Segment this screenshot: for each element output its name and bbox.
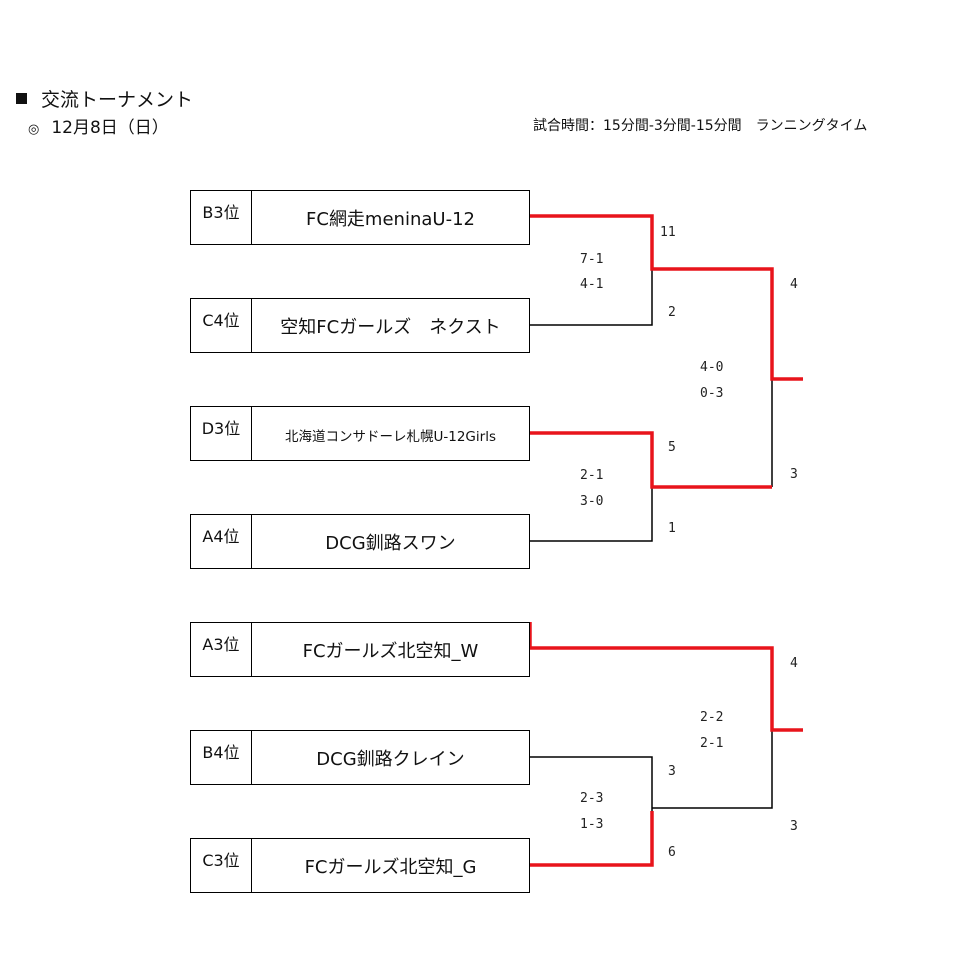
team-box: C4位 空知FCガールズ ネクスト <box>190 298 530 353</box>
score-label: 5 <box>668 440 676 455</box>
heading-title: 交流トーナメント <box>41 89 194 111</box>
line-b4-to-match3 <box>530 756 653 811</box>
score-label: 3 <box>790 819 798 834</box>
rank-cell: C3位 <box>191 839 252 892</box>
half-score-label: 2-1 <box>580 468 604 483</box>
rank-cell: B3位 <box>191 191 252 244</box>
team-name: FCガールズ北空知_G <box>304 857 477 878</box>
team-name: 空知FCガールズ ネクスト <box>280 317 501 338</box>
square-bullet-icon <box>16 93 27 104</box>
rank-cell: B4位 <box>191 731 252 784</box>
team-box: D3位 北海道コンサドーレ札幌U-12Girls <box>190 406 530 461</box>
rank-cell: C4位 <box>191 299 252 352</box>
team-name: FC網走meninaU-12 <box>306 209 475 230</box>
team-box: B4位 DCG釧路クレイン <box>190 730 530 785</box>
rank-cell: A3位 <box>191 623 252 676</box>
double-circle-icon: ◎ <box>28 122 40 137</box>
winner-line-d3 <box>530 431 772 489</box>
line-c4-to-match1 <box>530 269 653 326</box>
half-score-label: 0-3 <box>700 386 724 401</box>
date-text: 12月8日（日） <box>51 118 169 138</box>
score-label: 11 <box>660 225 676 240</box>
score-label: 3 <box>668 764 676 779</box>
half-score-label: 2-3 <box>580 791 604 806</box>
rank-cell: D3位 <box>191 407 252 460</box>
team-name: DCG釧路スワン <box>325 533 456 554</box>
date-line: ◎ 12月8日（日） <box>28 113 169 138</box>
half-score-label: 3-0 <box>580 494 604 509</box>
team-box: A3位 FCガールズ北空知_W <box>190 622 530 677</box>
score-label: 2 <box>668 305 676 320</box>
half-score-label: 4-1 <box>580 277 604 292</box>
winner-line-b3 <box>530 214 803 381</box>
rank-cell: A4位 <box>191 515 252 568</box>
half-score-label: 4-0 <box>700 360 724 375</box>
team-box: A4位 DCG釧路スワン <box>190 514 530 569</box>
match-time-note: 試合時間：15分間-3分間-15分間 ランニングタイム <box>533 118 868 134</box>
section-heading: 交流トーナメント <box>16 85 193 112</box>
score-label: 6 <box>668 845 676 860</box>
score-label: 4 <box>790 277 798 292</box>
team-name: FCガールズ北空知_W <box>302 641 479 662</box>
winner-line-c3 <box>530 811 654 867</box>
winner-line-a3 <box>528 622 803 732</box>
line-match3-to-final2 <box>652 730 773 809</box>
line-a4-to-match2 <box>530 487 653 542</box>
team-name: 北海道コンサドーレ札幌U-12Girls <box>285 429 496 445</box>
half-score-label: 2-2 <box>700 710 724 725</box>
half-score-label: 7-1 <box>580 252 604 267</box>
team-box: B3位 FC網走meninaU-12 <box>190 190 530 245</box>
score-label: 1 <box>668 521 676 536</box>
team-name: DCG釧路クレイン <box>316 749 465 770</box>
half-score-label: 1-3 <box>580 817 604 832</box>
score-label: 4 <box>790 656 798 671</box>
half-score-label: 2-1 <box>700 736 724 751</box>
score-label: 3 <box>790 467 798 482</box>
team-box: C3位 FCガールズ北空知_G <box>190 838 530 893</box>
